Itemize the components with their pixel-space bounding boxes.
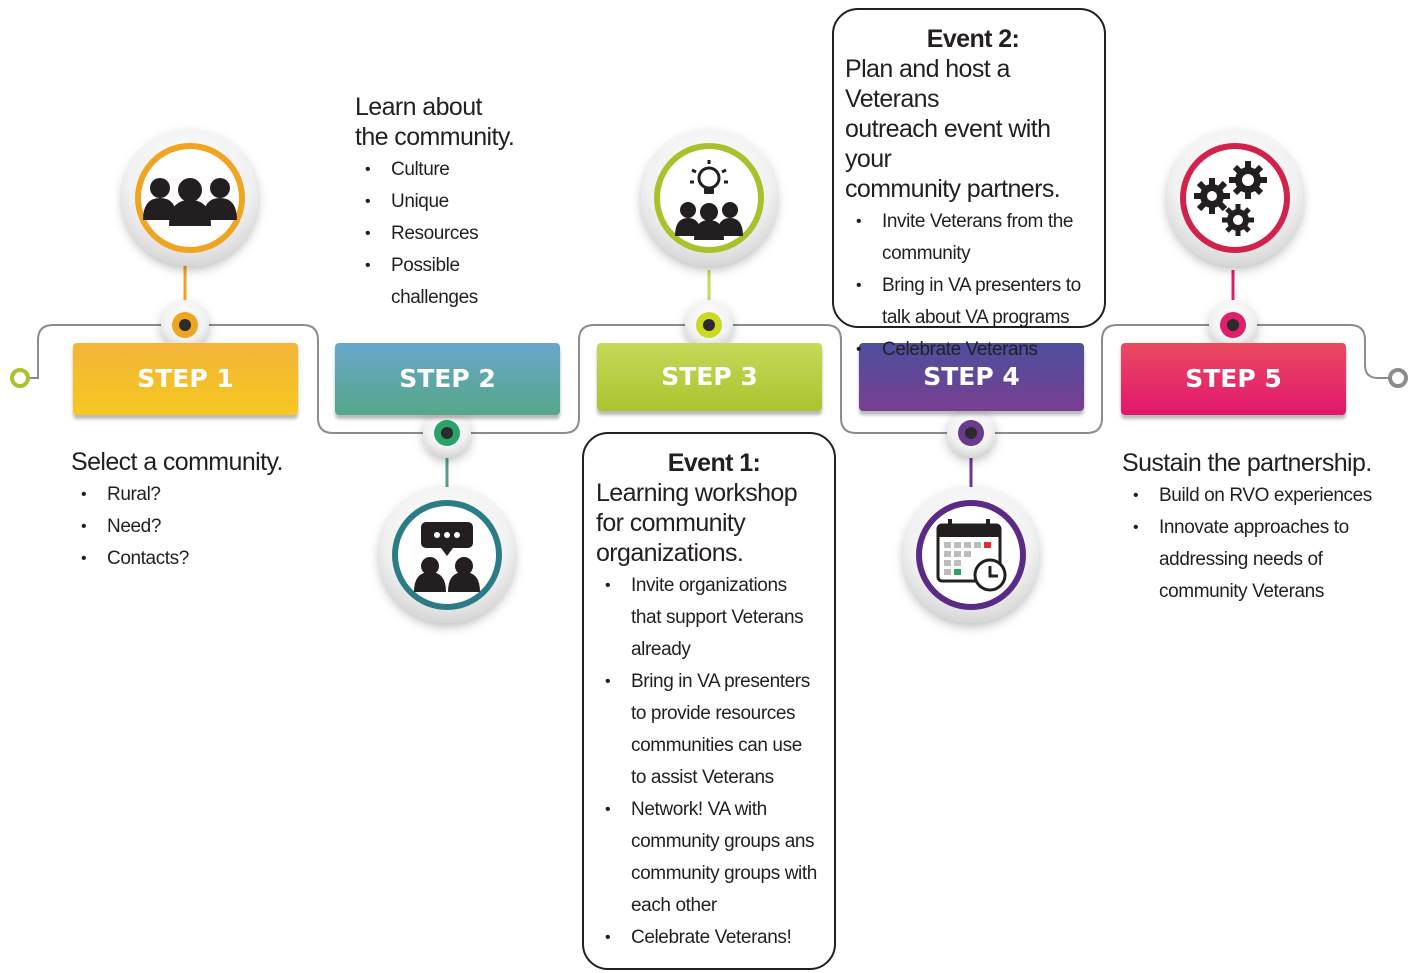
step-2-title-line-1: Learn about bbox=[355, 93, 482, 121]
list-item: Contacts? bbox=[81, 543, 311, 575]
step1-node bbox=[161, 301, 209, 349]
step5-node bbox=[1209, 301, 1257, 349]
step-5-bar: STEP 5 bbox=[1121, 343, 1346, 415]
event-1-title-line-3: organizations. bbox=[596, 539, 744, 567]
event-1-title-line-2: for community bbox=[596, 509, 746, 537]
list-item: Possible challenges bbox=[365, 250, 501, 314]
step2-icon-circle bbox=[379, 487, 515, 623]
calendar-clock-icon bbox=[936, 519, 1007, 592]
step-3-bar: STEP 3 bbox=[597, 343, 822, 411]
step1-icon-circle bbox=[122, 130, 258, 266]
event-1-list: Invite organizations that support Vetera… bbox=[596, 570, 821, 954]
list-item: Celebrate Veterans! bbox=[605, 922, 821, 954]
list-item: Need? bbox=[81, 511, 311, 543]
event-1-title-line-1: Learning workshop bbox=[596, 479, 798, 507]
list-item: Bring in VA presenters to talk about VA … bbox=[856, 270, 1097, 334]
list-item: Culture bbox=[365, 154, 501, 186]
list-item: Bring in VA presenters to provide resour… bbox=[605, 666, 821, 794]
people-group-icon bbox=[143, 178, 237, 226]
step4-node bbox=[947, 409, 995, 457]
list-item: Network! VA with community groups ans co… bbox=[605, 794, 821, 922]
timeline-end-node bbox=[1388, 368, 1408, 388]
event-2-title-line-2: outreach event with your bbox=[845, 115, 1051, 173]
event-2-list: Invite Veterans from the community Bring… bbox=[845, 206, 1097, 366]
list-item: Invite Veterans from the community bbox=[856, 206, 1097, 270]
step-2-bar: STEP 2 bbox=[335, 343, 560, 415]
list-item: Innovate approaches to addressing needs … bbox=[1133, 512, 1377, 608]
event-2-heading: Event 2: bbox=[926, 25, 1020, 53]
step-5-list: Build on RVO experiences Innovate approa… bbox=[1122, 480, 1377, 608]
discussion-icon bbox=[414, 522, 480, 592]
step-1-list: Rural? Need? Contacts? bbox=[71, 479, 311, 575]
list-item: Unique bbox=[365, 186, 501, 218]
list-item: Rural? bbox=[81, 479, 311, 511]
event-2-box: Event 2: Plan and host a Veterans outrea… bbox=[832, 8, 1106, 366]
event-2-title-line-3: community partners. bbox=[845, 175, 1061, 203]
list-item: Celebrate Veterans bbox=[856, 334, 1097, 366]
step-1-description: Select a community. Rural? Need? Contact… bbox=[71, 447, 311, 575]
list-item: Invite organizations that support Vetera… bbox=[605, 570, 821, 666]
event-1-heading: Event 1: bbox=[667, 449, 761, 477]
step-2-title-line-2: the community. bbox=[355, 123, 515, 151]
step-1-bar: STEP 1 bbox=[73, 343, 298, 415]
step4-icon-circle bbox=[903, 487, 1039, 623]
event-1-box: Event 1: Learning workshop for community… bbox=[582, 432, 836, 970]
step-1-title: Select a community. bbox=[71, 448, 283, 476]
step-5-description: Sustain the partnership. Build on RVO ex… bbox=[1122, 448, 1412, 608]
step-5-title: Sustain the partnership. bbox=[1122, 449, 1372, 477]
step5-icon-circle bbox=[1167, 130, 1303, 266]
step-2-list: Culture Unique Resources Possible challe… bbox=[355, 154, 501, 314]
step3-icon-circle bbox=[641, 130, 777, 266]
timeline-start-node bbox=[10, 368, 30, 388]
step-2-description: Learn about the community. Culture Uniqu… bbox=[355, 92, 555, 314]
step3-node bbox=[685, 301, 733, 349]
step2-node bbox=[423, 409, 471, 457]
idea-team-icon bbox=[675, 160, 743, 240]
timeline-connector bbox=[28, 324, 1390, 434]
gears-icon bbox=[1194, 161, 1267, 236]
list-item: Build on RVO experiences bbox=[1133, 480, 1377, 512]
list-item: Resources bbox=[365, 218, 501, 250]
event-2-title-line-1: Plan and host a Veterans bbox=[845, 55, 1010, 113]
